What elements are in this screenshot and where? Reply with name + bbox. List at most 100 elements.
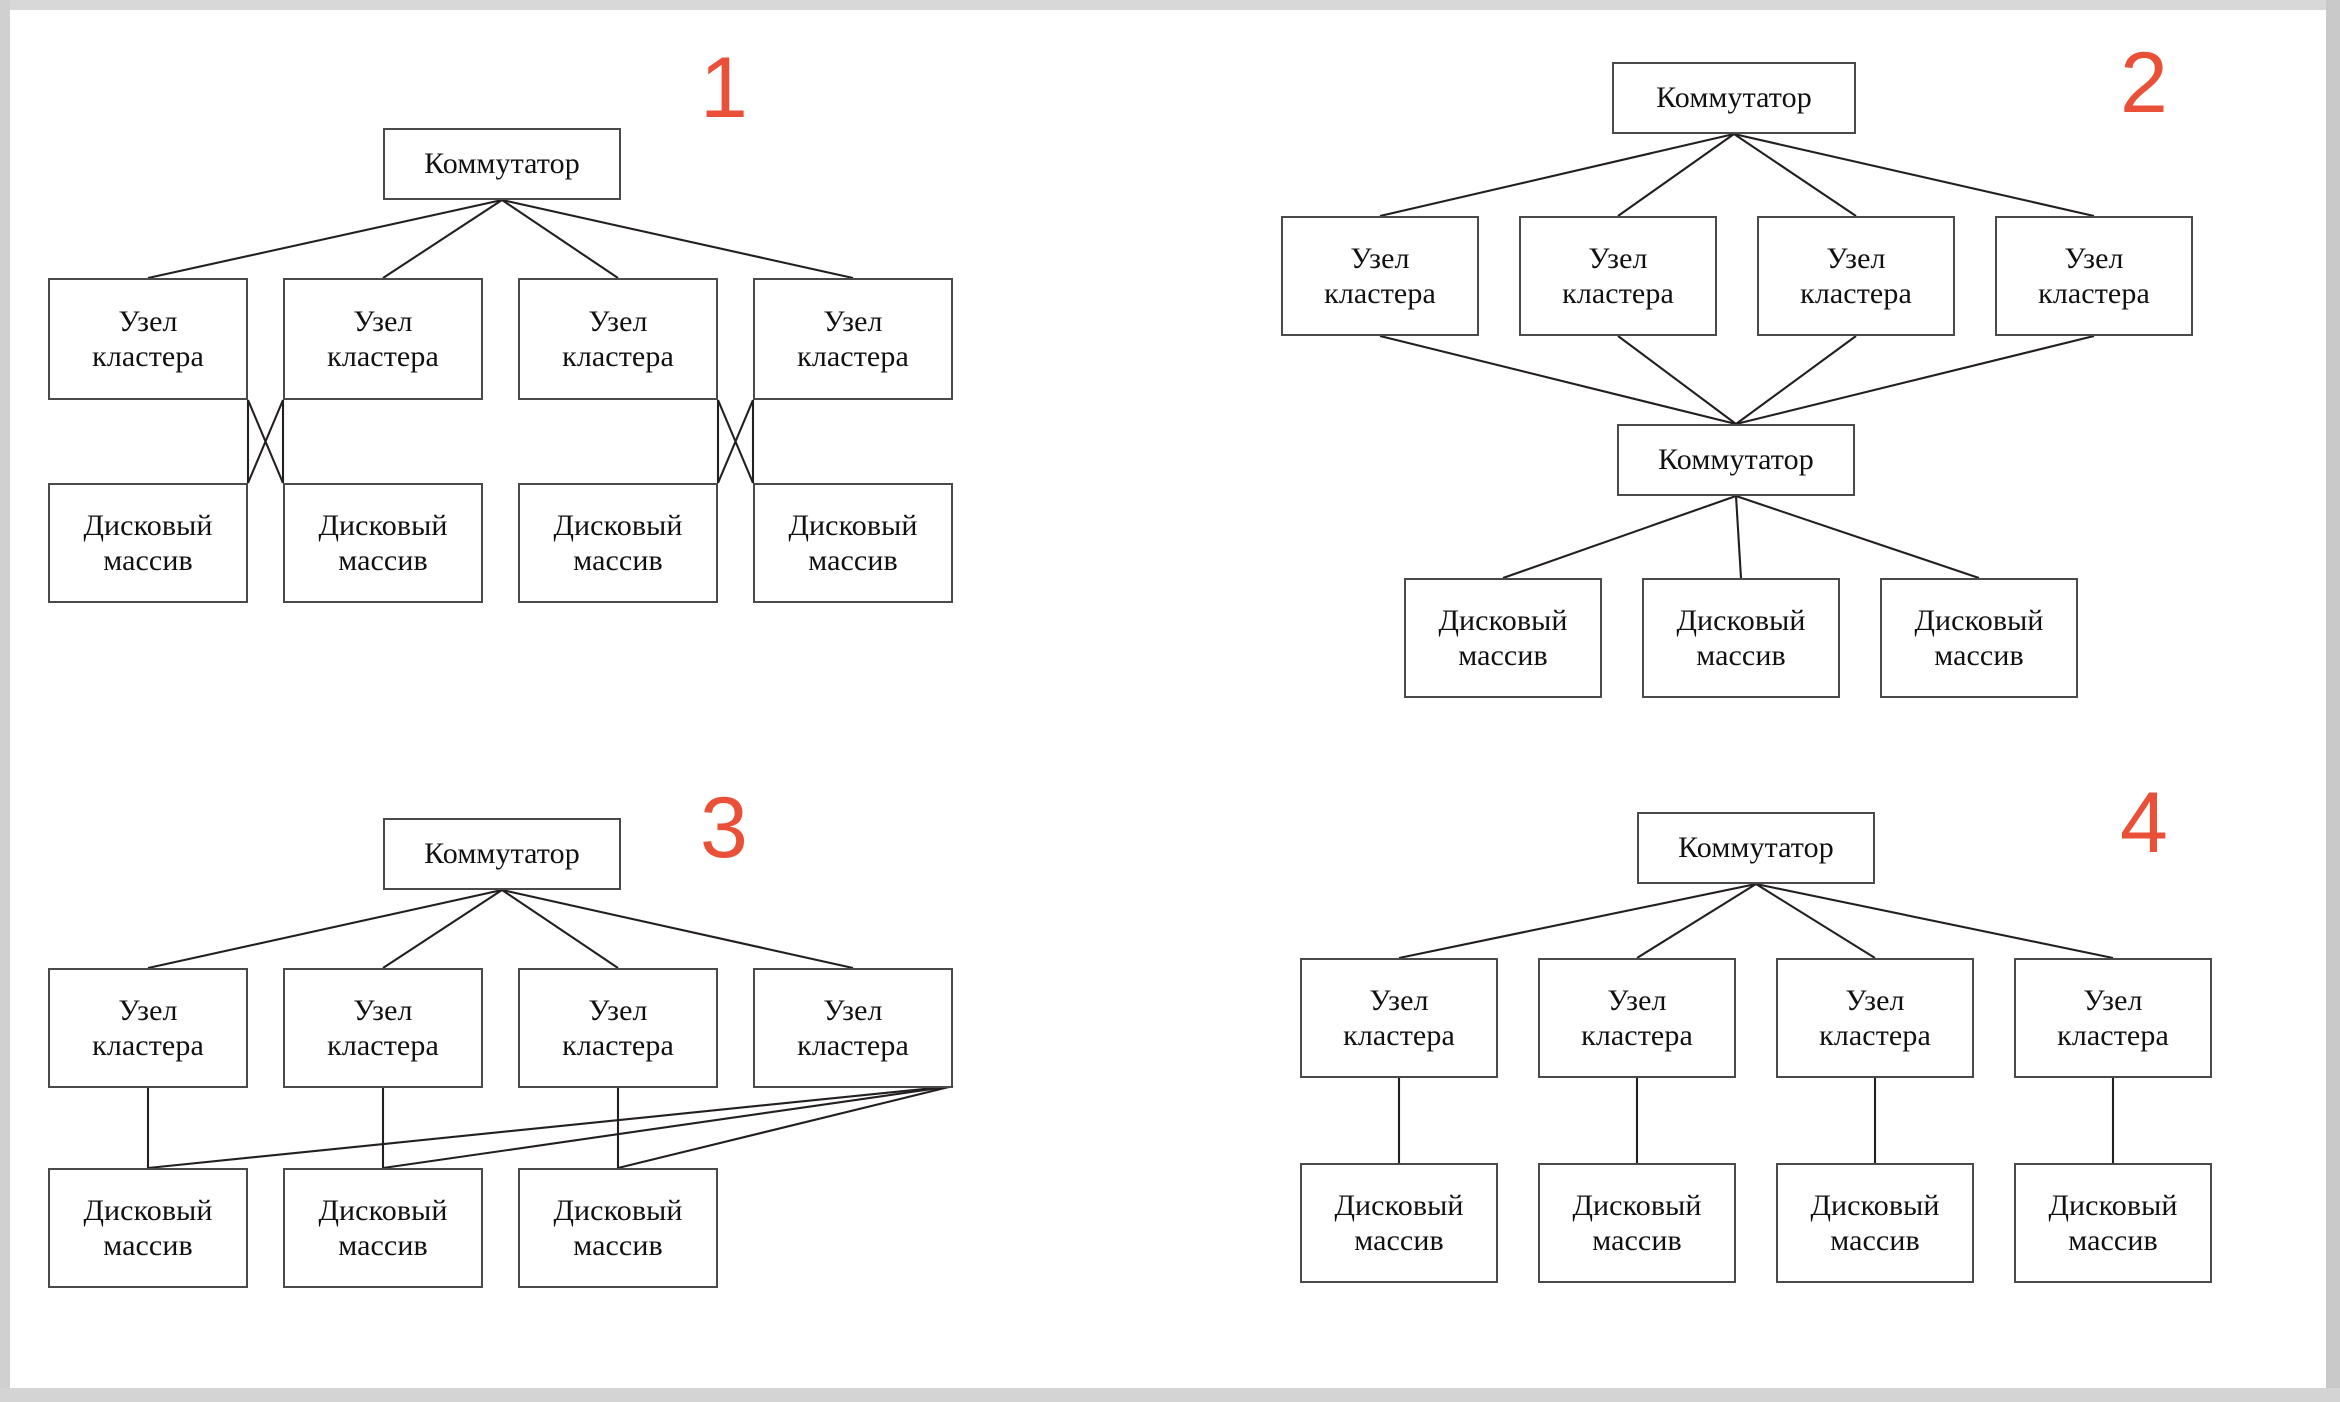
disk-array-box-label-line-2: массив xyxy=(573,544,663,577)
cluster-node-box-label-line-1: Узел xyxy=(588,993,648,1027)
cluster-node-box-label-line-2: кластера xyxy=(327,1029,439,1062)
disk-array-box-label-line-2: массив xyxy=(1696,639,1786,672)
disk-array-box-label-line-1: Дисковый xyxy=(318,1193,448,1227)
cluster-node-box-label-line-2: кластера xyxy=(797,340,909,373)
cluster-node-box-label-line-2: кластера xyxy=(1819,1019,1931,1052)
disk-array-box-label-line-2: массив xyxy=(1458,639,1548,672)
cluster-node-box-label-line-2: кластера xyxy=(1343,1019,1455,1052)
cluster-node-box-label-line-1: Узел xyxy=(823,993,883,1027)
connection-line xyxy=(1733,133,1857,217)
connection-line xyxy=(1379,334,1737,426)
disk-array-box-label-line-1: Дисковый xyxy=(788,508,918,542)
cluster-node-box-label-line-1: Узел xyxy=(1588,241,1648,275)
disk-array-box-label-line-2: массив xyxy=(103,1229,193,1262)
disk-array-box-label-line-2: массив xyxy=(2068,1224,2158,1257)
disk-array-box-label-line-1: Дисковый xyxy=(1438,603,1568,637)
disk-array-box-label-line-2: массив xyxy=(1354,1224,1444,1257)
disk-array-box-label-line-1: Дисковый xyxy=(318,508,448,542)
connection-line xyxy=(1617,133,1735,217)
switch-box: Коммутатор xyxy=(1617,424,1855,496)
connection-line xyxy=(617,1084,954,1170)
connection-line xyxy=(501,889,619,969)
panel-number-2: 2 xyxy=(2120,35,2168,131)
connection-line xyxy=(1379,132,1735,218)
cluster-node-box-label-line-2: кластера xyxy=(2057,1019,2169,1052)
cluster-node-box-label-line-2: кластера xyxy=(797,1029,909,1062)
switch-box-label-line-1: Коммутатор xyxy=(1678,831,1834,865)
panel-number-4: 4 xyxy=(2120,775,2168,871)
connection-line xyxy=(1735,495,1980,579)
connection-line xyxy=(382,1084,954,1170)
page-edge-left xyxy=(0,0,10,1402)
disk-array-box-label-line-1: Дисковый xyxy=(553,508,683,542)
connection-line xyxy=(1735,334,2095,426)
disk-array-box-label-line-2: массив xyxy=(338,544,428,577)
connection-line xyxy=(1755,882,2114,960)
connection-line xyxy=(1636,883,1757,959)
switch-box: Коммутатор xyxy=(1637,812,1875,884)
disk-array-box-label-line-2: массив xyxy=(103,544,193,577)
connection-line xyxy=(147,1084,954,1170)
disk-array-box-label-line-1: Дисковый xyxy=(1676,603,1806,637)
cluster-node-box-label-line-1: Узел xyxy=(823,304,883,338)
disk-array-box-label-line-1: Дисковый xyxy=(1572,1188,1702,1222)
cluster-node-box-label-line-1: Узел xyxy=(1350,241,1410,275)
cluster-node-box-label-line-1: Узел xyxy=(2083,983,2143,1017)
disk-array-box-label-line-2: массив xyxy=(1934,639,2024,672)
cluster-node-box-label-line-2: кластера xyxy=(562,1029,674,1062)
cluster-node-box-label-line-1: Узел xyxy=(2064,241,2124,275)
cluster-node-box-label-line-1: Узел xyxy=(353,993,413,1027)
cluster-node-box-label-line-1: Узел xyxy=(1826,241,1886,275)
cluster-node-box-label-line-2: кластера xyxy=(1562,277,1674,310)
cluster-node-box-label-line-2: кластера xyxy=(2038,277,2150,310)
cluster-node-box-label-line-2: кластера xyxy=(92,1029,204,1062)
connection-line xyxy=(1733,132,2095,218)
connection-line xyxy=(717,399,754,484)
disk-array-box-label-line-1: Дисковый xyxy=(2048,1188,2178,1222)
switch-box-label-line-1: Коммутатор xyxy=(1656,81,1812,115)
switch-box: Коммутатор xyxy=(383,128,621,200)
connection-line xyxy=(501,198,854,280)
connection-line xyxy=(382,889,503,969)
disk-array-box-label-line-2: массив xyxy=(573,1229,663,1262)
disk-array-box-label-line-1: Дисковый xyxy=(83,1193,213,1227)
cluster-node-box-label-line-1: Узел xyxy=(588,304,648,338)
switch-box-label-line-1: Коммутатор xyxy=(424,147,580,181)
cluster-node-box-label-line-1: Узел xyxy=(118,993,178,1027)
connection-line xyxy=(501,888,854,970)
connection-line xyxy=(147,198,503,280)
disk-array-box-label-line-1: Дисковый xyxy=(83,508,213,542)
switch-box-label-line-1: Коммутатор xyxy=(424,837,580,871)
cluster-node-box-label-line-1: Узел xyxy=(353,304,413,338)
disk-array-box-label-line-1: Дисковый xyxy=(553,1193,683,1227)
cluster-node-box-label-line-2: кластера xyxy=(1800,277,1912,310)
disk-array-box-label-line-2: массив xyxy=(808,544,898,577)
disk-array-box-label-line-2: массив xyxy=(338,1229,428,1262)
